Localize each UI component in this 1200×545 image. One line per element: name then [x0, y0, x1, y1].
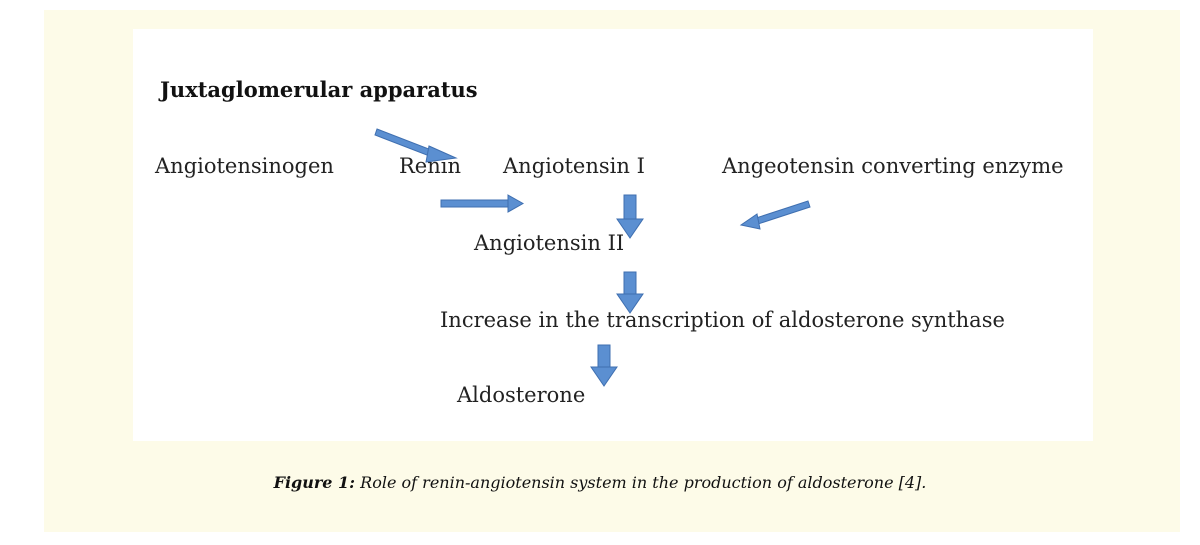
- node-angiotensin-i: Angiotensin I: [503, 154, 645, 178]
- arrow-down-transcription: [616, 271, 644, 314]
- arrow-renin-to-angiotensin-i: [440, 194, 525, 213]
- arrow-down-aldosterone: [590, 344, 618, 387]
- node-angiotensin-ii: Angiotensin II: [474, 231, 625, 255]
- figure-caption: Figure 1: Role of renin-angiotensin syst…: [0, 473, 1200, 492]
- caption-text: Role of renin-angiotensin system in the …: [355, 473, 927, 492]
- node-angiotensinogen: Angiotensinogen: [155, 154, 334, 178]
- node-ace: Angeotensin converting enzyme: [722, 154, 1064, 178]
- node-transcription: Increase in the transcription of aldoste…: [440, 308, 1005, 332]
- node-renin: Renin: [399, 154, 462, 178]
- diagram-title: Juxtaglomerular apparatus: [160, 77, 478, 102]
- arrow-down-angiotensin-ii: [616, 194, 644, 239]
- arrow-title-to-renin: [374, 128, 458, 163]
- node-aldosterone: Aldosterone: [457, 383, 586, 407]
- arrow-ace-to-angiotensin-ii: [739, 200, 811, 230]
- caption-label: Figure 1:: [273, 473, 356, 492]
